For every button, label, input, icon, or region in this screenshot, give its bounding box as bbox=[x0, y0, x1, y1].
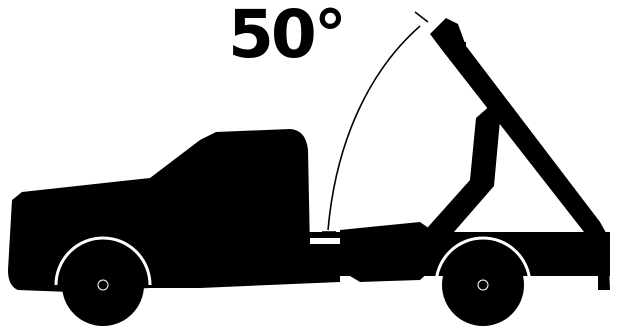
angle-arc bbox=[328, 26, 420, 230]
rear-support bbox=[598, 240, 610, 290]
angle-tick-top bbox=[415, 12, 428, 22]
rear-wheel-hub bbox=[478, 280, 488, 290]
frame-gap bbox=[310, 238, 340, 244]
front-wheel-hub bbox=[98, 280, 108, 290]
lift-cylinder bbox=[420, 104, 500, 248]
hook-knob bbox=[456, 42, 466, 54]
